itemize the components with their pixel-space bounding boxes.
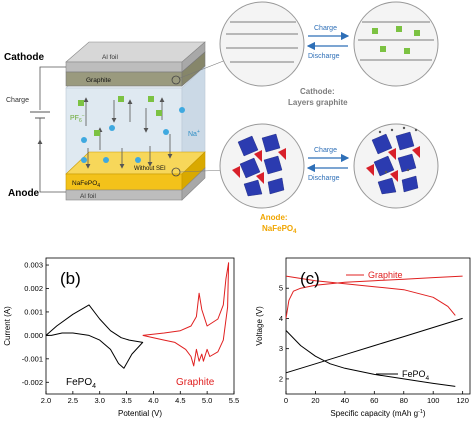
chart-b-xlabel: Potential (V) xyxy=(118,409,162,418)
na-label: Na+ xyxy=(188,129,200,138)
chart-b-xtick-label-4: 4.0 xyxy=(148,396,158,405)
chart-b-ytick-label-3: 0.001 xyxy=(24,307,43,316)
pf6-label: PF6− xyxy=(70,113,85,124)
chart-b-series-line-1 xyxy=(142,262,230,367)
bottom-discharge-label: Discharge xyxy=(308,175,340,182)
chart-c-series-line-1 xyxy=(285,275,456,316)
graphite-layer-label: Graphite xyxy=(86,77,111,84)
nafepo4-zoom-left xyxy=(219,123,305,209)
graphite-layer-side xyxy=(181,51,206,87)
chart-b-plot-frame xyxy=(45,257,235,395)
chart-b-xtick-label-1: 2.5 xyxy=(68,396,78,405)
chart-b-series-line-0 xyxy=(45,304,144,369)
chart-b-ytick-label-5: 0.003 xyxy=(24,261,43,270)
top-leader-line xyxy=(179,59,227,79)
nafepo4-zoom-right xyxy=(353,123,439,209)
chart-b-ylabel: Current (A) xyxy=(3,306,12,346)
chart-b-ytick-label-1: -0.001 xyxy=(22,354,43,363)
chart-c-plot-frame xyxy=(285,257,471,395)
cathode-label: Cathode xyxy=(4,52,44,63)
chart-c-xtick-label-2: 40 xyxy=(341,396,349,405)
bottom-charge-label: Charge xyxy=(314,147,337,154)
chart-b-cv: 2.0 2.5 3.0 3.5 4.0 4.5 5.0 5.5 -0.002 -0.001 0.00… xyxy=(3,257,239,418)
chart-c-legend-fepo4: FePO4 xyxy=(402,369,430,382)
graphite-zoom-left xyxy=(219,1,305,87)
chart-b-series-label-fepo4-sub: 4 xyxy=(92,383,96,390)
chart-c-panel-label: (c) xyxy=(300,269,320,288)
chart-b-ytick-label-0: -0.002 xyxy=(22,378,43,387)
top-foil-top xyxy=(65,41,206,63)
chart-c-xtick-label-5: 100 xyxy=(427,396,440,405)
circuit-wire xyxy=(39,66,66,110)
pf6-ions xyxy=(78,96,162,136)
anode-caption-line2: NaFePO4 xyxy=(262,224,297,235)
chart-c-xtick-label-6: 120 xyxy=(456,396,469,405)
chart-b-ytick-label-2: 0.000 xyxy=(24,331,43,340)
chart-b-xtick-label-5: 4.5 xyxy=(175,396,185,405)
chart-b-xtick-label-7: 5.5 xyxy=(229,396,239,405)
chart-c-xlabel-sup: -1 xyxy=(418,409,423,415)
chart-c-ylabel: Voltage (V) xyxy=(255,306,264,346)
anode-caption-line1: Anode: xyxy=(260,213,288,222)
chart-b-xtick-label-3: 3.5 xyxy=(121,396,131,405)
chart-b-xtick-label-6: 5.0 xyxy=(202,396,212,405)
chart-b-xtick-label-2: 3.0 xyxy=(94,396,104,405)
chart-b-panel-label: (b) xyxy=(60,269,81,288)
na-ions xyxy=(81,107,185,163)
chart-c-series-line-2 xyxy=(285,317,463,374)
anode-label: Anode xyxy=(8,188,40,199)
chart-c-xtick-label-3: 60 xyxy=(370,396,378,405)
top-discharge-label: Discharge xyxy=(308,53,340,60)
chart-c-series-line-3 xyxy=(285,330,456,387)
without-sei-label: Without SEI xyxy=(134,166,166,172)
chart-b-ytick-label-4: 0.002 xyxy=(24,284,43,293)
chart-c-xtick-label-1: 20 xyxy=(311,396,319,405)
chart-c-ytick-label-1: 3 xyxy=(279,344,283,353)
top-foil-front xyxy=(65,61,183,73)
bottom-leader-line xyxy=(179,169,227,173)
chart-b-xtick-label-0: 2.0 xyxy=(41,396,51,405)
chart-c-series-line-0 xyxy=(285,275,463,319)
nafepo4-layer-label: NaFePO4 xyxy=(72,180,100,189)
circuit-wire-lower xyxy=(39,118,66,193)
battery-schematic: Cathode Anode Al foil Graphite Charge xyxy=(4,41,227,201)
chart-c-voltage-profile: 0 20 40 60 80 100 120 2 3 4 5 (c) Specific capacity … xyxy=(255,257,471,418)
ion-arrows xyxy=(83,97,173,169)
bottom-foil-side xyxy=(181,167,206,201)
graphite-callout-circle xyxy=(171,75,181,85)
chart-c-xlabel: Specific capacity (mAh g-1) xyxy=(330,409,425,418)
al-foil-bottom-label: Al foil xyxy=(80,193,96,200)
al-foil-top-label: Al foil xyxy=(102,54,118,61)
graphite-zoom-right xyxy=(353,1,439,87)
chart-c-ytick-label-2: 4 xyxy=(279,314,283,323)
cathode-caption-line1: Cathode: xyxy=(300,87,335,96)
chart-c-legend-graphite: Graphite xyxy=(368,270,403,280)
chart-c-ytick-label-3: 5 xyxy=(279,284,283,293)
chart-c-legend-fepo4-sub: 4 xyxy=(426,375,430,382)
graphite-layer xyxy=(65,71,183,87)
cathode-caption-line2: Layers graphite xyxy=(288,98,348,107)
chart-b-series-label-graphite: Graphite xyxy=(176,377,215,388)
chart-c-xlabel-end: ) xyxy=(423,409,426,418)
chart-b-series-label-fepo4: FePO4 xyxy=(66,377,96,390)
chart-c-ytick-label-0: 2 xyxy=(279,374,283,383)
top-charge-label: Charge xyxy=(314,25,337,32)
charge-side-label: Charge xyxy=(6,97,29,104)
chart-c-xtick-label-4: 80 xyxy=(400,396,408,405)
chart-c-xtick-label-0: 0 xyxy=(284,396,288,405)
